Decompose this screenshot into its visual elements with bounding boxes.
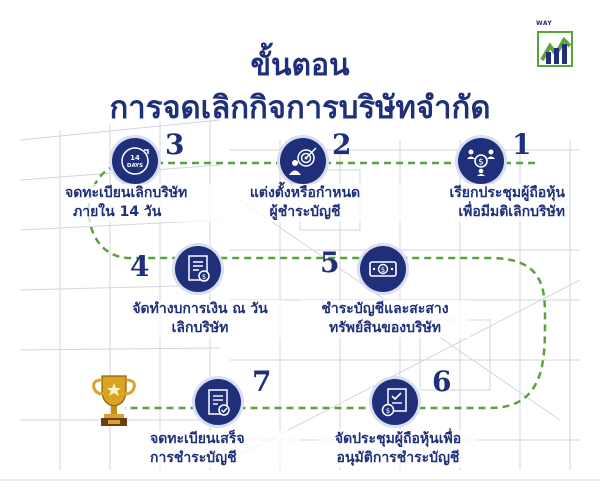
svg-text:$: $ — [202, 273, 206, 281]
step-6-icon-circle: $ — [372, 379, 418, 425]
step-6-label: จัดประชุมผู้ถือหุ้นเพื่อ อนุมัติการชำระบ… — [318, 430, 478, 468]
step-6-label-line-2: อนุมัติการชำระบัญชี — [336, 450, 460, 466]
step-7-number: 7 — [252, 365, 272, 398]
step-5-label-line-2: ทรัพย์สินของบริษัท — [329, 320, 441, 336]
registration-document-icon — [208, 389, 230, 416]
step-2-number: 2 — [332, 128, 352, 161]
calendar-days-text: DAYS — [127, 163, 143, 169]
step-2-label-line-1: แต่งตั้งหรือกำหนด — [249, 185, 361, 201]
step-5-label: ชำระบัญชีและสะสาง ทรัพย์สินของบริษัท — [300, 300, 470, 338]
step-4-number: 4 — [130, 250, 150, 283]
step-1-label-line-1: เรียกประชุมผู้ถือหุ้น — [449, 185, 565, 201]
step-2-label: แต่งตั้งหรือกำหนด ผู้ชำระบัญชี — [225, 184, 385, 222]
step-5-icon-circle: $ — [360, 246, 406, 292]
step-2-icon-circle — [280, 138, 326, 184]
step-1-icon-circle: $ — [458, 138, 504, 184]
calendar-14-days-icon: 14 DAYS — [121, 147, 149, 175]
step-3-icon-circle: 14 DAYS — [112, 138, 158, 184]
svg-text:$: $ — [386, 407, 390, 415]
step-7-label-line-2: การชำระบัญชี — [150, 450, 237, 466]
step-6-number: 6 — [432, 365, 452, 398]
financial-report-icon: $ — [188, 255, 210, 282]
way-logo-icon — [537, 31, 573, 67]
target-person-icon — [289, 147, 317, 175]
approval-document-icon: $ — [381, 388, 407, 417]
logo-text: WAY — [536, 20, 553, 27]
step-7-label-line-1: จดทะเบียนเสร็จ — [150, 431, 245, 447]
step-4-icon-circle: $ — [175, 246, 221, 292]
svg-text:$: $ — [381, 266, 385, 274]
step-4-label: จัดทำงบการเงิน ณ วัน เลิกบริษัท — [115, 300, 285, 338]
step-1-label-line-2: เพื่อมีมติเลิกบริษัท — [458, 204, 565, 220]
step-3-label-line-1: จดทะเบียนเลิกบริษัท — [65, 185, 188, 201]
step-3-number: 3 — [165, 128, 185, 161]
step-1-label: เรียกประชุมผู้ถือหุ้น เพื่อมีมติเลิกบริษ… — [380, 184, 565, 222]
step-4-label-line-1: จัดทำงบการเงิน ณ วัน — [132, 301, 268, 317]
svg-text:$: $ — [478, 158, 484, 168]
banknote-icon: $ — [369, 261, 397, 277]
people-money-icon: $ — [467, 149, 495, 176]
step-7-icon-circle — [195, 379, 241, 425]
step-4-label-line-2: เลิกบริษัท — [171, 320, 229, 336]
step-5-number: 5 — [320, 246, 340, 279]
calendar-number: 14 — [130, 154, 140, 162]
page-title-line-1: ขั้นตอน — [250, 48, 350, 83]
step-5-label-line-1: ชำระบัญชีและสะสาง — [321, 301, 449, 317]
step-3-label: จดทะเบียนเลิกบริษัท ภายใน 14 วัน — [65, 184, 235, 222]
trophy-icon — [92, 375, 136, 426]
step-2-label-line-2: ผู้ชำระบัญชี — [269, 204, 341, 220]
step-6-label-line-1: จัดประชุมผู้ถือหุ้นเพื่อ — [334, 431, 462, 447]
step-7-label: จดทะเบียนเสร็จ การชำระบัญชี — [150, 430, 300, 468]
step-3-label-line-2: ภายใน 14 วัน — [73, 204, 162, 220]
page-title-line-2: การจดเลิกกิจการบริษัทจำกัด — [109, 90, 491, 126]
step-1-number: 1 — [512, 128, 532, 161]
